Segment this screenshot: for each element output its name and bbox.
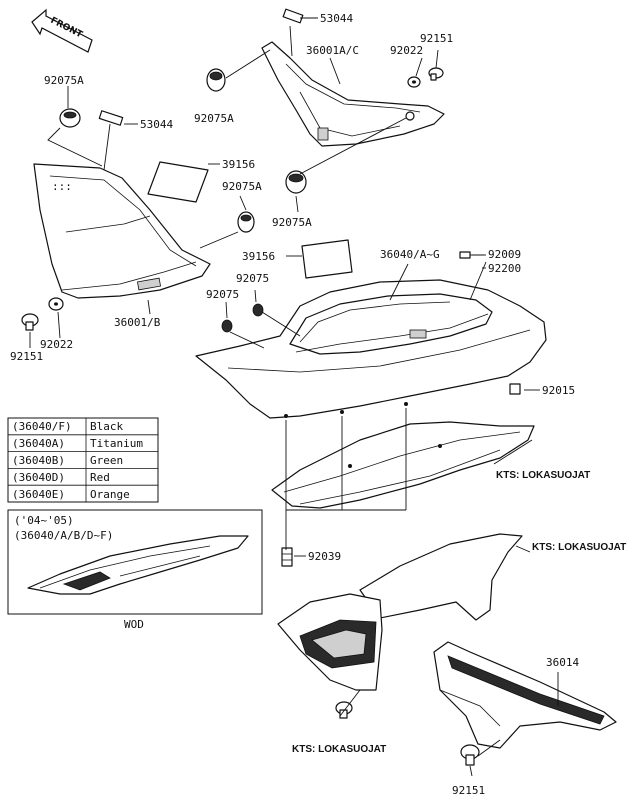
callout-92022-top: 92022	[390, 44, 423, 57]
rear-fender-upper	[359, 533, 523, 621]
callout-53044-top: 53044	[320, 12, 353, 25]
kts-label-1: KTS: LOKASUOJAT	[496, 470, 590, 481]
callout-92075a-mid: 92075A	[222, 180, 262, 193]
callout-92075-a: 92075	[236, 272, 269, 285]
pin-53044-left	[98, 110, 124, 126]
color-name-4: Orange	[90, 488, 130, 501]
washer-92022-top	[407, 76, 421, 88]
callout-92151-left: 92151	[10, 350, 43, 363]
screw-92151-bottom	[460, 744, 480, 766]
callout-92075-b: 92075	[206, 288, 239, 301]
plug-92015	[509, 383, 521, 395]
color-name-2: Green	[90, 454, 123, 467]
callout-92039: 92039	[308, 550, 341, 563]
callout-36040ag: 36040/A~G	[380, 248, 440, 261]
callout-36001b: 36001/B	[114, 316, 161, 329]
pad-39156-left	[147, 161, 209, 203]
nut-92075-b	[221, 319, 233, 333]
svg-text::::: :::	[52, 180, 72, 193]
kts-label-2: KTS: LOKASUOJAT	[532, 542, 626, 553]
inset-box: ('04~'05) (36040/A/B/D~F)	[7, 509, 263, 615]
callout-92200: 92200	[488, 262, 521, 275]
inset-years: ('04~'05)	[14, 514, 74, 527]
screw-92151-top	[428, 67, 444, 81]
callout-92151-bottom: 92151	[452, 784, 485, 797]
callout-92075a-left: 92075A	[44, 74, 84, 87]
grommet-92075a-mid	[237, 211, 255, 233]
color-table: (36040/F) Black (36040A) Titanium (36040…	[7, 417, 159, 503]
grommet-92075a-left	[59, 108, 81, 128]
pin-53044-top	[282, 8, 304, 24]
grommet-92075a-right	[285, 170, 307, 194]
callout-92075a-lower: 92075A	[272, 216, 312, 229]
nut-92075-a	[252, 303, 264, 317]
callout-92075a-upper: 92075A	[194, 112, 234, 125]
screw-92039	[281, 547, 293, 567]
callout-36014: 36014	[546, 656, 579, 669]
color-code-1: (36040A)	[12, 437, 65, 450]
color-code-0: (36040/F)	[12, 420, 72, 433]
washer-92022-left	[48, 297, 64, 311]
leader-lines	[29, 17, 559, 777]
callout-39156-mid: 39156	[242, 250, 275, 263]
color-code-3: (36040D)	[12, 471, 65, 484]
inset-codes: (36040/A/B/D~F)	[14, 529, 113, 542]
callout-53044-left: 53044	[140, 118, 173, 131]
callout-39156-left: 39156	[222, 158, 255, 171]
screw-fender	[335, 701, 353, 719]
undertray	[271, 421, 535, 509]
side-cover-upper	[261, 41, 445, 147]
color-name-3: Red	[90, 471, 110, 484]
callout-36001ac: 36001A/C	[306, 44, 359, 57]
chain-cover-36014	[433, 641, 617, 749]
front-arrow-icon: FRONT	[31, 8, 93, 53]
callout-92151-top: 92151	[420, 32, 453, 45]
screw-92151-left	[21, 313, 39, 331]
seat-cowl	[195, 279, 547, 419]
color-code-4: (36040E)	[12, 488, 65, 501]
side-cover-left: :::	[33, 163, 211, 299]
callout-92009: 92009	[488, 248, 521, 261]
pad-39156-mid	[301, 239, 353, 279]
grommet-92075a-upper	[206, 68, 226, 92]
inset-caption: WOD	[124, 618, 144, 631]
callout-92015: 92015	[542, 384, 575, 397]
color-code-2: (36040B)	[12, 454, 65, 467]
kts-label-3: KTS: LOKASUOJAT	[292, 744, 386, 755]
callout-92022-left: 92022	[40, 338, 73, 351]
color-name-0: Black	[90, 420, 123, 433]
rear-fender-lower	[277, 593, 383, 691]
color-name-1: Titanium	[90, 437, 143, 450]
